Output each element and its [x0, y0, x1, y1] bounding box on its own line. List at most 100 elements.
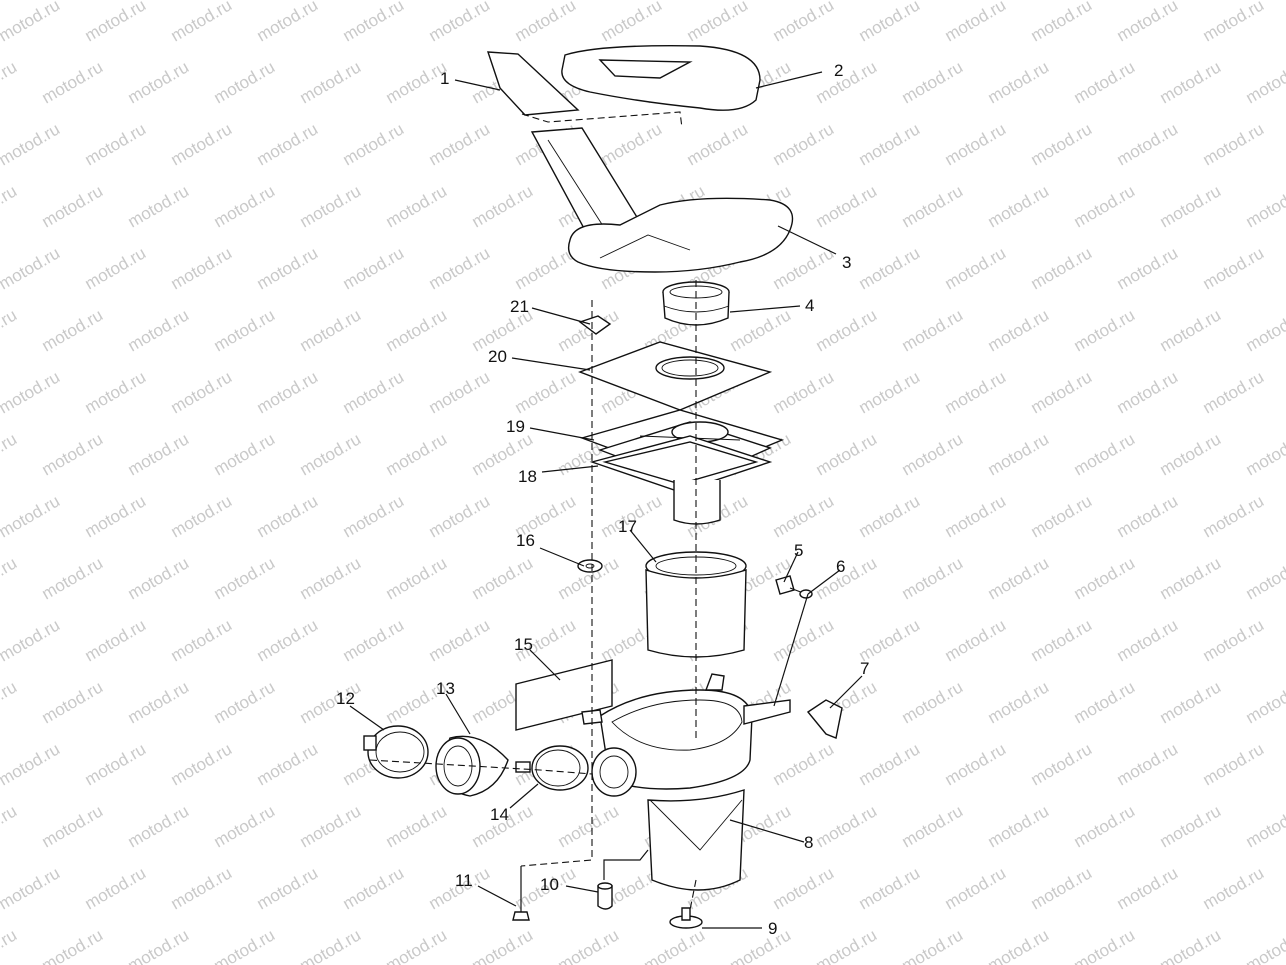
watermark-text: motod.ru	[125, 801, 193, 851]
watermark-text: motod.ru	[211, 181, 279, 231]
watermark-text: motod.ru	[985, 553, 1053, 603]
watermark-text: motod.ru	[469, 925, 537, 965]
assembly-lines	[369, 280, 697, 911]
part-16-grommet	[577, 559, 603, 573]
watermark-text: motod.ru	[684, 119, 752, 169]
watermark-text: motod.ru	[426, 243, 494, 293]
watermark-text: motod.ru	[1028, 615, 1096, 665]
watermark-text: motod.ru	[39, 181, 107, 231]
watermark-text: motod.ru	[383, 305, 451, 355]
watermark-text: motod.ru	[1071, 181, 1139, 231]
watermark-text: motod.ru	[1200, 367, 1268, 417]
watermark-text: motod.ru	[82, 739, 150, 789]
watermark-text: motod.ru	[1028, 243, 1096, 293]
watermark-text: motod.ru	[813, 925, 881, 965]
callout-5: 5	[794, 541, 803, 560]
callout-17: 17	[618, 517, 637, 536]
watermark-text: motod.ru	[39, 925, 107, 965]
watermark-text: motod.ru	[727, 925, 795, 965]
watermark-text: motod.ru	[211, 305, 279, 355]
watermark-text: motod.ru	[39, 429, 107, 479]
watermark-text: motod.ru	[211, 801, 279, 851]
watermark-text: motod.ru	[813, 57, 881, 107]
watermark-text: motod.ru	[254, 0, 322, 45]
watermark-text: motod.ru	[512, 367, 580, 417]
watermark-text: motod.ru	[426, 615, 494, 665]
part-20-adaptor-plate	[578, 341, 773, 411]
part-6-washer	[799, 589, 813, 599]
callout-12: 12	[336, 689, 355, 708]
watermark-text: motod.ru	[985, 57, 1053, 107]
watermark-text: motod.ru	[512, 0, 580, 45]
watermark-text: motod.ru	[1243, 181, 1286, 231]
watermark-text: motod.ru	[856, 615, 924, 665]
watermark-text: motod.ru	[942, 0, 1010, 45]
watermark-text: motod.ru	[1071, 57, 1139, 107]
part-14-clamp	[515, 745, 589, 791]
watermark-text: motod.ru	[899, 677, 967, 727]
watermark-text: motod.ru	[1200, 491, 1268, 541]
watermark-text: motod.ru	[770, 367, 838, 417]
watermark-text: motod.ru	[985, 925, 1053, 965]
watermark-text: motod.ru	[125, 181, 193, 231]
watermark-text: motod.ru	[340, 0, 408, 45]
watermark-text: motod.ru	[254, 615, 322, 665]
watermark-text: motod.ru	[1243, 925, 1286, 965]
watermark-text: motod.ru	[1243, 57, 1286, 107]
watermark-text: motod.ru	[469, 553, 537, 603]
watermark-text: motod.ru	[1157, 925, 1225, 965]
watermark-text: motod.ru	[598, 119, 666, 169]
watermark-text: motod.ru	[899, 925, 967, 965]
watermark-text: motod.ru	[727, 305, 795, 355]
watermark-text: motod.ru	[1157, 305, 1225, 355]
watermark-text: motod.ru	[899, 57, 967, 107]
watermark-text: motod.ru	[82, 491, 150, 541]
callout-10: 10	[540, 875, 559, 894]
watermark-text: motod.ru	[770, 243, 838, 293]
watermark-text: motod.ru	[297, 429, 365, 479]
callout-1: 1	[440, 69, 449, 88]
watermark-text: motod.ru	[1028, 367, 1096, 417]
watermark-text: motod.ru	[125, 429, 193, 479]
watermark-text: motod.ru	[168, 491, 236, 541]
watermark-text: motod.ru	[125, 57, 193, 107]
watermark-text: motod.ru	[1200, 0, 1268, 45]
watermark-text: motod.ru	[426, 491, 494, 541]
watermark-text: motod.ru	[297, 801, 365, 851]
watermark-text: motod.ru	[1157, 677, 1225, 727]
watermark-text: motod.ru	[1114, 243, 1182, 293]
watermark-text: motod.ru	[0, 367, 63, 417]
watermark-text: motod.ru	[297, 305, 365, 355]
watermark-text: motod.ru	[125, 305, 193, 355]
watermark-text: motod.ru	[0, 429, 20, 479]
watermark-text: motod.ru	[39, 677, 107, 727]
watermark-text: motod.ru	[297, 925, 365, 965]
watermark-text: motod.ru	[1243, 305, 1286, 355]
callout-20: 20	[488, 347, 507, 366]
callout-14: 14	[490, 805, 509, 824]
watermark-text: motod.ru	[254, 739, 322, 789]
watermark-text: motod.ru	[1114, 367, 1182, 417]
watermark-text: motod.ru	[82, 243, 150, 293]
part-11-long-bolt	[512, 866, 530, 921]
watermark-text: motod.ru	[297, 553, 365, 603]
watermark-text: motod.ru	[168, 0, 236, 45]
watermark-text: motod.ru	[211, 57, 279, 107]
watermark-text: motod.ru	[555, 305, 623, 355]
watermark-text: motod.ru	[383, 925, 451, 965]
watermark-text: motod.ru	[383, 429, 451, 479]
watermark-text: motod.ru	[942, 863, 1010, 913]
watermark-text: motod.ru	[1028, 863, 1096, 913]
watermark-text: motod.ru	[856, 243, 924, 293]
callout-2: 2	[834, 61, 843, 80]
watermark-text: motod.ru	[0, 305, 20, 355]
watermark-text: motod.ru	[942, 367, 1010, 417]
part-18-lid-gasket	[589, 435, 773, 493]
watermark-text: motod.ru	[1071, 429, 1139, 479]
watermark-text: motod.ru	[1200, 739, 1268, 789]
watermark-text: motod.ru	[1157, 429, 1225, 479]
watermark-text: motod.ru	[856, 739, 924, 789]
watermark-text: motod.ru	[383, 801, 451, 851]
callout-19: 19	[506, 417, 525, 436]
